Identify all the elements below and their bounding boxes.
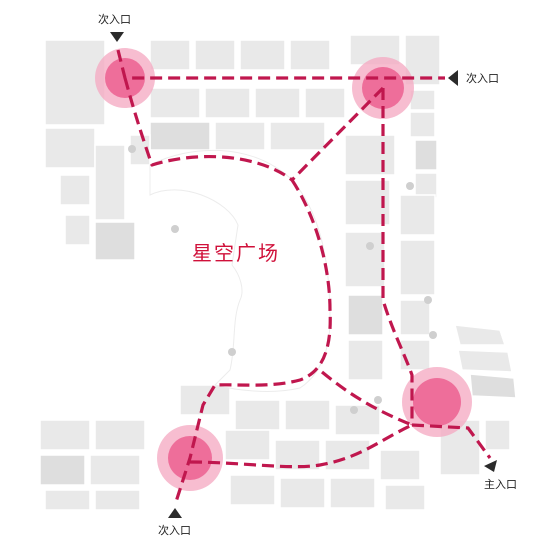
info-circle-icon (228, 348, 236, 356)
entrance-triangle-icon[interactable] (110, 32, 124, 42)
plaza-open-space (149, 149, 331, 392)
route-bottom (189, 423, 413, 469)
route-plaza-east (173, 179, 332, 506)
info-circle-icon (128, 145, 136, 153)
info-circle-icon (429, 331, 437, 339)
entrance-triangle-icon[interactable] (484, 460, 497, 472)
node-bottom-right[interactable] (402, 367, 472, 437)
entrance-triangle-icon[interactable] (168, 508, 182, 518)
route-center-south (320, 370, 413, 427)
entrance-label-top-right: 次入口 (466, 71, 499, 85)
entrance-triangle-icon[interactable] (448, 70, 458, 86)
info-circle-icon (424, 296, 432, 304)
route-top-left-down (123, 77, 293, 182)
info-circle-icon (406, 182, 414, 190)
entrance-label-bottom-left: 次入口 (158, 523, 191, 537)
info-circle-icon (171, 225, 179, 233)
entrance-label-top-left: 次入口 (98, 12, 131, 26)
building-blocks (39, 34, 517, 511)
entrance-markers (110, 32, 497, 518)
walking-routes (116, 49, 492, 506)
route-nodes (95, 48, 472, 491)
info-circle-icon (366, 242, 374, 250)
entrance-label-main: 主入口 (484, 478, 517, 491)
route-main-entrance (411, 423, 492, 459)
route-right-column (381, 88, 414, 425)
plaza-title: 星空广场 (192, 241, 280, 265)
info-circle-icon (350, 406, 358, 414)
info-circle-icon (374, 396, 382, 404)
route-topright-diagonal (290, 86, 385, 182)
entrance-labels: 次入口 次入口 次入口 主入口 (98, 12, 517, 537)
info-markers (128, 145, 437, 414)
